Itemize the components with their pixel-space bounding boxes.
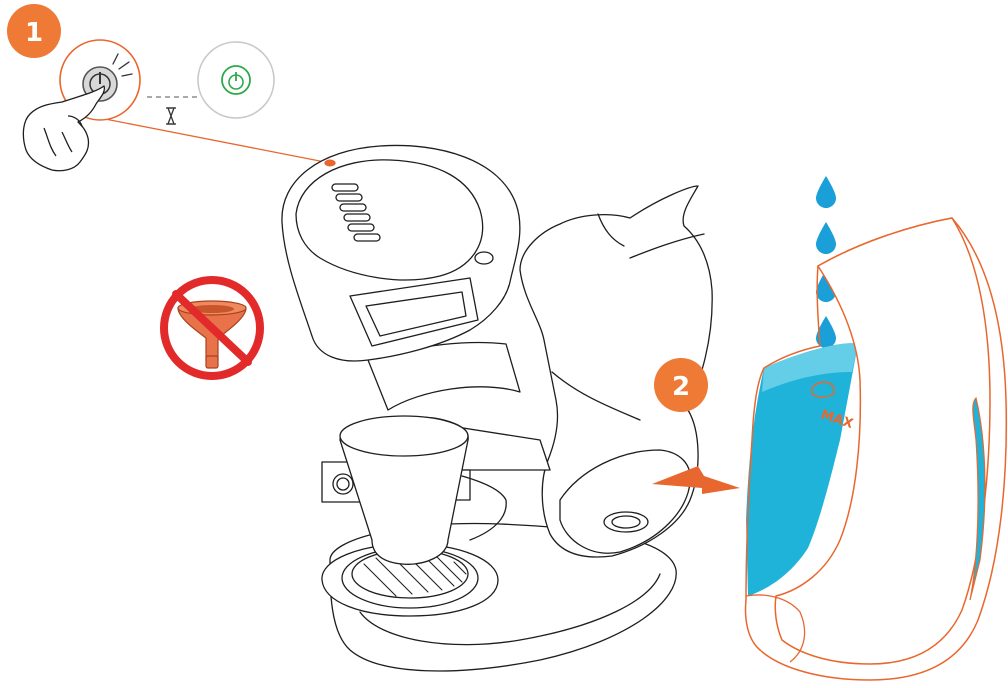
no-milk-funnel-icon — [164, 280, 260, 376]
water-drop-icon — [816, 176, 836, 208]
hourglass-icon — [166, 108, 176, 124]
power-ready-icon — [198, 42, 274, 118]
water-tank: MAX — [746, 218, 1007, 680]
callout-line — [100, 118, 330, 163]
water-drop-icon — [816, 222, 836, 254]
head-power-indicator — [325, 160, 335, 166]
step-2-number: 2 — [672, 372, 690, 402]
step-2-group: 2 MAX — [652, 176, 1006, 680]
step-1-badge: 1 — [7, 4, 61, 58]
step-1-group: 1 — [7, 4, 330, 171]
coffee-machine — [282, 145, 712, 671]
step-1-number: 1 — [25, 18, 43, 48]
step-2-badge: 2 — [654, 358, 708, 412]
